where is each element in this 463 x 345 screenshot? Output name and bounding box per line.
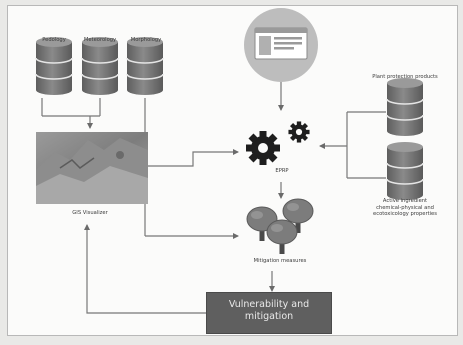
connector-lines [41, 81, 386, 314]
meteorology-label: Meteorology [83, 37, 117, 43]
plant-protection-label: Plant protection products [372, 74, 438, 80]
vulnerability-line-2: mitigation [244, 310, 294, 322]
browser-window-icon [244, 8, 318, 82]
active-ingredient-label: Active ingredient chemical-physical and … [373, 198, 437, 217]
vulnerability-mitigation-box: Vulnerability and mitigation [206, 292, 332, 334]
vulnerability-line-1: Vulnerability and [228, 299, 310, 310]
database-icon-pedology [35, 36, 73, 96]
database-icon-meteorology [81, 36, 119, 96]
gears-icon [246, 121, 310, 165]
database-icon-active-ingredient [386, 141, 424, 201]
terrain-map-image [36, 132, 148, 204]
morphology-label: Morphology [130, 37, 162, 43]
pedology-label: Pedology [42, 37, 66, 43]
eprp-label: EPRP [275, 168, 289, 174]
mitigation-measures-label: Mitigation measures [253, 258, 307, 264]
database-icon-morphology [126, 36, 164, 96]
trees-icon [246, 198, 314, 255]
database-icon-plant-protection [386, 77, 424, 137]
gis-visualizer-label: GIS Visualizer [72, 210, 108, 216]
vulnerability-mitigation-title: Vulnerability and mitigation [207, 299, 331, 323]
